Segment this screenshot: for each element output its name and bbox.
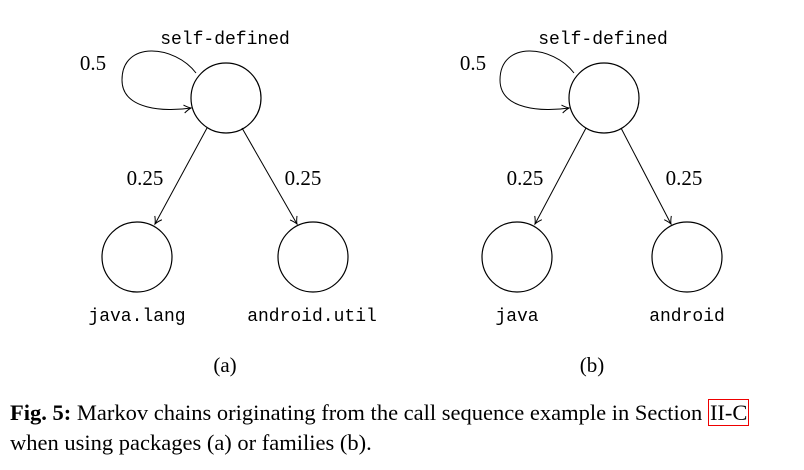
sublabel: (b)	[580, 353, 605, 377]
left-edge-prob: 0.25	[507, 166, 544, 190]
markov-chain-figure: self-defined 0.5 0.25 0.25 java.lang and…	[80, 30, 725, 377]
caption-text-before: Markov chains originating from the call …	[71, 400, 708, 425]
figure-caption: Fig. 5: Markov chains originating from t…	[10, 398, 800, 458]
right-node-label: android	[649, 307, 725, 327]
right-edge-prob: 0.25	[666, 166, 703, 190]
self-loop-prob: 0.5	[460, 51, 486, 75]
caption-text-after: when using packages (a) or families (b).	[10, 430, 372, 455]
section-reference-link[interactable]: II-C	[707, 399, 750, 426]
self-defined-node	[568, 62, 640, 134]
top-node-label: self-defined	[160, 30, 290, 50]
left-edge-prob: 0.25	[127, 166, 164, 190]
edge-right	[241, 127, 298, 226]
self-defined-node	[190, 62, 262, 134]
right-node-label: android.util	[247, 307, 377, 327]
right-edge-prob: 0.25	[285, 166, 322, 190]
left-node	[481, 221, 553, 293]
self-loop-edge	[121, 50, 197, 114]
right-node	[651, 221, 723, 293]
edge-left	[534, 127, 587, 226]
diagram-a: self-defined 0.5 0.25 0.25 java.lang and…	[80, 30, 377, 377]
diagram-b: self-defined 0.5 0.25 0.25 java android …	[460, 30, 725, 377]
top-node-label: self-defined	[538, 30, 668, 50]
left-node-label: java.lang	[88, 307, 185, 327]
left-node-label: java	[495, 307, 538, 327]
edge-right	[620, 127, 672, 226]
edge-left	[154, 127, 208, 226]
left-node	[101, 221, 173, 293]
sublabel: (a)	[213, 353, 236, 377]
right-node	[277, 221, 349, 293]
self-loop-prob: 0.5	[80, 51, 106, 75]
self-loop-edge	[499, 50, 575, 114]
caption-label: Fig. 5:	[10, 400, 72, 425]
